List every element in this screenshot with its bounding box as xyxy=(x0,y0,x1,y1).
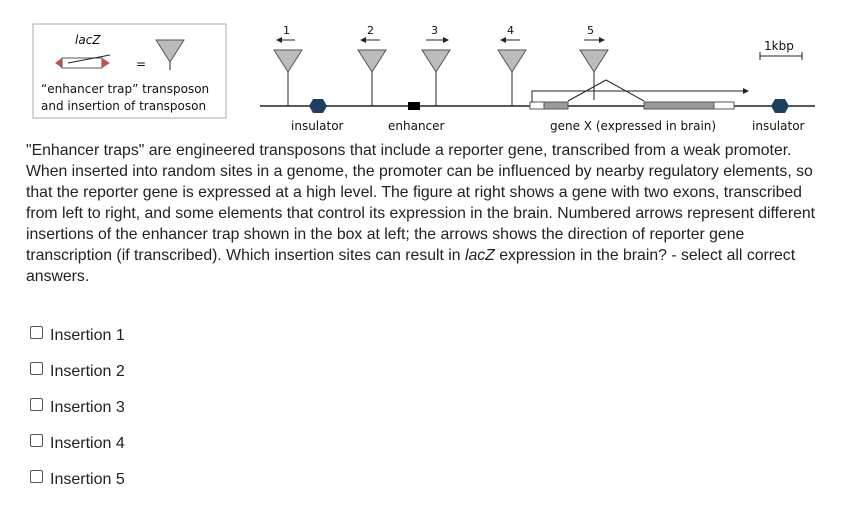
answer-option-3[interactable]: Insertion 3 xyxy=(30,390,125,426)
insertion-1-icon: 1 xyxy=(273,24,303,106)
gene-x-label: gene X (expressed in brain) xyxy=(550,119,716,133)
answer-option-2[interactable]: Insertion 2 xyxy=(30,354,125,390)
lacz-label: lacZ xyxy=(75,33,101,47)
answer-label: Insertion 1 xyxy=(50,327,125,344)
insulator-right-hexagon xyxy=(771,99,789,113)
answer-label: Insertion 4 xyxy=(50,435,125,452)
insertion-5-icon: 5 xyxy=(579,24,609,100)
insertion-4-number: 4 xyxy=(507,24,514,37)
checkbox[interactable] xyxy=(30,325,43,339)
gene-x xyxy=(529,79,749,110)
insertion-3-icon: 3 xyxy=(421,24,451,106)
scale-bar: 1kbp xyxy=(759,39,803,60)
gene-figure: lacZ = “enhancer trap” transposon and in… xyxy=(32,23,815,133)
legend-box: lacZ = “enhancer trap” transposon and in… xyxy=(32,23,227,119)
insertion-2-number: 2 xyxy=(367,24,374,37)
question-part1: "Enhancer traps" are engineered transpos… xyxy=(26,142,816,264)
legend-caption-2: and insertion of transposon xyxy=(41,99,206,113)
question-part2: expression in the brain? - select all co… xyxy=(26,247,796,285)
answer-option-1[interactable]: Insertion 1 xyxy=(30,318,125,354)
insulator-right-label: insulator xyxy=(752,119,805,133)
insertion-2-icon: 2 xyxy=(357,24,387,106)
checkbox[interactable] xyxy=(30,469,43,483)
answer-option-4[interactable]: Insertion 4 xyxy=(30,426,125,462)
question-text: "Enhancer traps" are engineered transpos… xyxy=(26,140,826,287)
checkbox[interactable] xyxy=(30,361,43,375)
scale-label: 1kbp xyxy=(764,39,794,53)
transposon-icon xyxy=(55,54,111,69)
checkbox[interactable] xyxy=(30,397,43,411)
insertion-symbol-icon xyxy=(155,39,185,70)
answer-label: Insertion 3 xyxy=(50,399,125,416)
insertion-5-number: 5 xyxy=(587,24,594,37)
answer-list: Insertion 1 Insertion 2 Insertion 3 Inse… xyxy=(30,318,125,498)
checkbox[interactable] xyxy=(30,433,43,447)
answer-label: Insertion 5 xyxy=(50,471,125,488)
equals-sign: = xyxy=(136,57,146,71)
enhancer-box xyxy=(408,102,420,110)
insertion-4-icon: 4 xyxy=(497,24,527,106)
legend-caption-1: “enhancer trap” transposon xyxy=(41,82,209,96)
insulator-left-label: insulator xyxy=(291,119,344,133)
insertion-1-number: 1 xyxy=(283,24,290,37)
enhancer-label: enhancer xyxy=(388,119,445,133)
answer-label: Insertion 2 xyxy=(50,363,125,380)
insertion-3-number: 3 xyxy=(431,24,438,37)
answer-option-5[interactable]: Insertion 5 xyxy=(30,462,125,498)
insulator-left-hexagon xyxy=(309,99,327,113)
question-italic: lacZ xyxy=(464,247,495,264)
